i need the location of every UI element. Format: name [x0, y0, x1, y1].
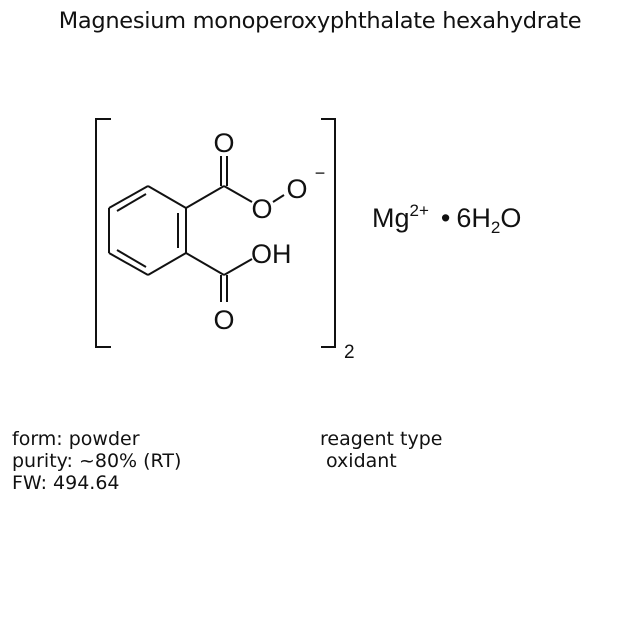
carbonyl-oxygen-top: O [213, 128, 234, 158]
metal-charge: 2+ [409, 201, 429, 220]
right-bracket [321, 118, 336, 348]
water-hydrogen: H [471, 203, 491, 233]
purity-property: purity: ~80% (RT) [12, 450, 182, 472]
carbonyl-oxygen-bottom: O [213, 305, 234, 335]
properties-block: form: powder purity: ~80% (RT) FW: 494.6… [12, 428, 181, 494]
left-bracket [95, 118, 111, 348]
negative-charge: − [315, 163, 326, 183]
metal-symbol: Mg [372, 203, 410, 233]
hydroxyl-group: OH [251, 239, 292, 269]
form-property: form: powder [12, 428, 140, 450]
bracket-subscript: 2 [344, 342, 355, 363]
peroxide-oxygen: O [286, 174, 307, 204]
hydrate-dot: • [440, 203, 451, 233]
reagent-type-label: reagent type [320, 428, 443, 450]
water-hydrogen-count: 2 [490, 218, 501, 237]
water-oxygen: O [500, 203, 522, 233]
formula-weight: FW: 494.64 [12, 472, 120, 494]
benzene-ring [108, 185, 187, 276]
counterion-formula: Mg2+ •6H2O [372, 201, 522, 237]
reagent-type-value: oxidant [326, 450, 397, 472]
ester-oxygen: O [251, 194, 272, 224]
water-coefficient: 6 [456, 203, 472, 233]
compound-title: Magnesium monoperoxyphthalate hexahydrat… [58, 8, 582, 34]
reagent-type-block: reagent type oxidant [320, 428, 442, 472]
